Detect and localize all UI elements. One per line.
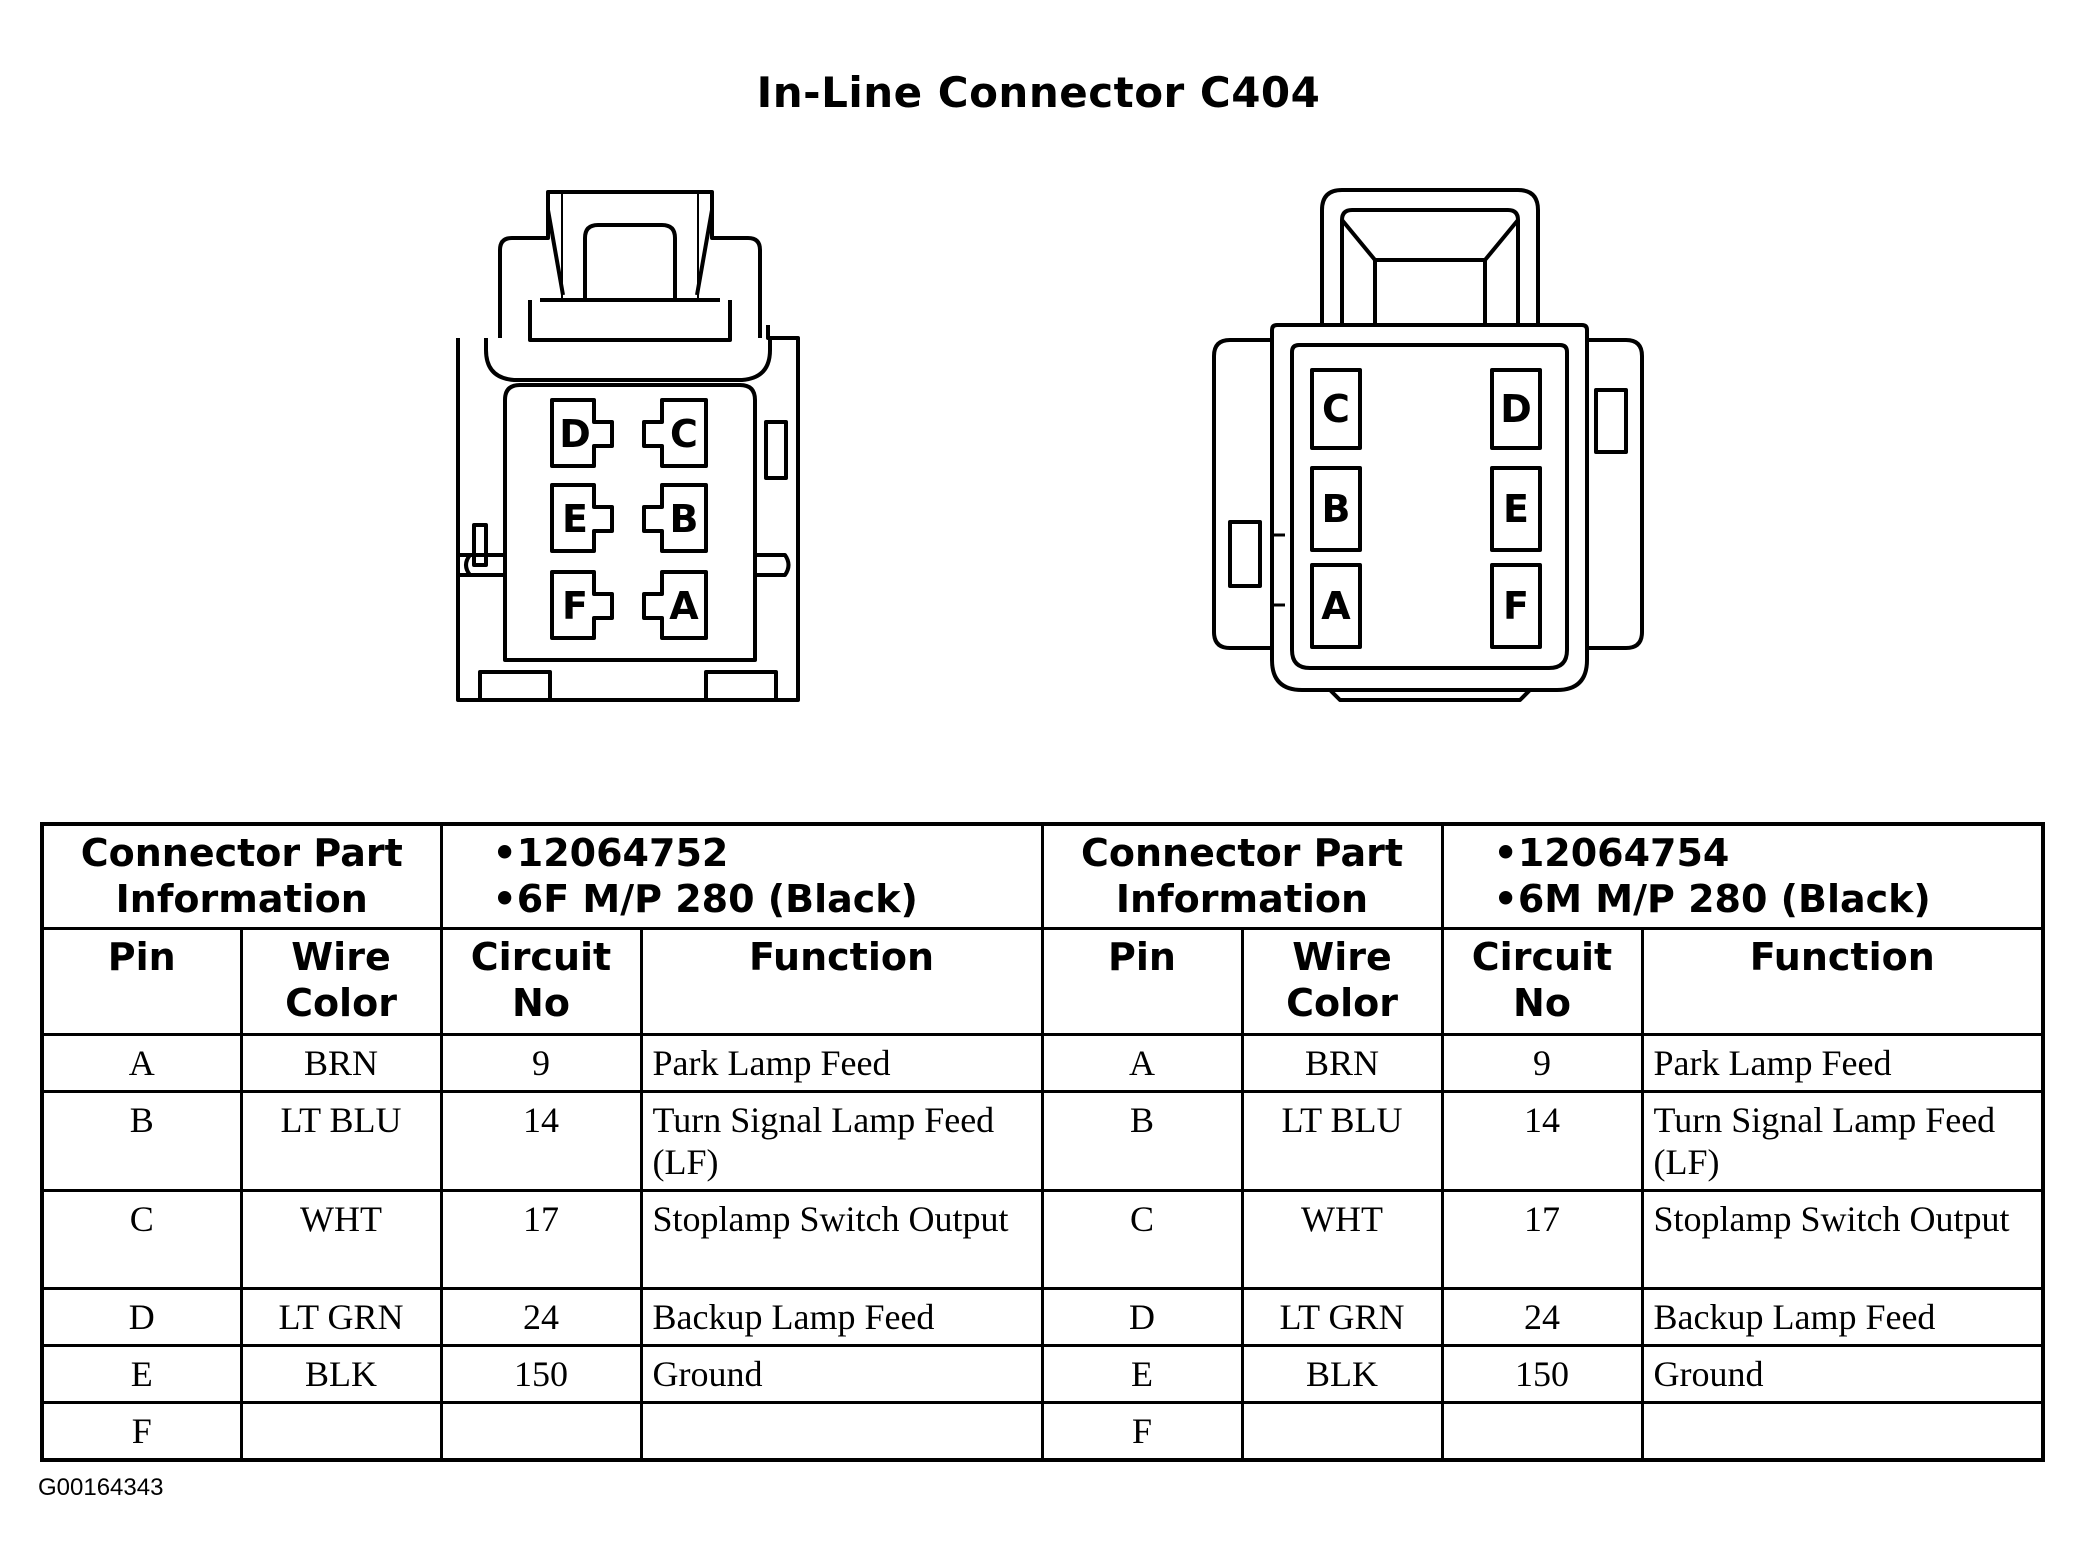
part-info-row: Connector Part Information 12064752 6F M… [40, 822, 2045, 930]
connector-right-pin-labels: C D B E A F [1321, 387, 1531, 628]
pin-label-left-1: D [559, 412, 591, 456]
wire-color-cell: BLK [1240, 1344, 1444, 1405]
pin-cell: A [40, 1033, 243, 1094]
wire-color-cell: LT GRN [1240, 1286, 1444, 1348]
wire-color-cell [239, 1401, 443, 1462]
col-header-wire-color: Wire Color [239, 926, 443, 1037]
pin-cell: D [1040, 1286, 1244, 1348]
part-desc-left: 6F M/P 280 (Black) [493, 876, 1041, 922]
function-cell: Turn Signal Lamp Feed (LF) [1640, 1090, 2045, 1192]
pin-label-left-5: F [562, 584, 588, 628]
part-desc-right: 6M M/P 280 (Black) [1494, 876, 2042, 922]
part-info-left: 12064752 6F M/P 280 (Black) [439, 822, 1044, 930]
pin-label-left-2: C [670, 412, 698, 456]
circuit-no-cell: 9 [1440, 1033, 1644, 1094]
wire-color-cell: WHT [239, 1188, 443, 1290]
part-number-left: 12064752 [493, 830, 1041, 876]
connector-pinout-table: Connector Part Information 12064752 6F M… [40, 822, 2046, 1462]
pin-cell: E [1040, 1344, 1244, 1405]
part-info-right: 12064754 6M M/P 280 (Black) [1440, 822, 2045, 930]
function-cell [639, 1401, 1044, 1462]
function-cell [1640, 1401, 2045, 1462]
function-cell: Park Lamp Feed [639, 1033, 1044, 1094]
pin-cell: E [40, 1344, 243, 1405]
wire-color-cell: LT BLU [239, 1090, 443, 1192]
col-header-pin: Pin [1040, 926, 1244, 1037]
part-number-right: 12064754 [1494, 830, 2042, 876]
circuit-no-cell: 14 [1440, 1090, 1644, 1192]
pin-cell: F [40, 1401, 243, 1462]
circuit-no-cell [439, 1401, 643, 1462]
pin-label-left-4: B [670, 497, 699, 541]
col-header-pin: Pin [40, 926, 243, 1037]
pin-cell: C [40, 1188, 243, 1290]
pin-cell: B [1040, 1090, 1244, 1192]
wire-color-cell: WHT [1240, 1188, 1444, 1290]
col-header-wire-color: Wire Color [1240, 926, 1444, 1037]
column-header-row: Pin Wire Color Circuit No Function Pin W… [40, 926, 2045, 1037]
pin-label-right-1: C [1322, 387, 1350, 431]
part-info-header-right: Connector Part Information [1040, 822, 1444, 930]
wire-color-cell: BLK [239, 1344, 443, 1405]
function-cell: Park Lamp Feed [1640, 1033, 2045, 1094]
connector-left-drawing [456, 190, 800, 702]
function-cell: Stoplamp Switch Output [1640, 1188, 2045, 1290]
wire-color-cell: LT GRN [239, 1286, 443, 1348]
pin-label-right-3: B [1322, 487, 1351, 531]
wire-color-cell: LT BLU [1240, 1090, 1444, 1192]
circuit-no-cell: 14 [439, 1090, 643, 1192]
pin-label-left-6: A [669, 584, 699, 628]
pin-cell: D [40, 1286, 243, 1348]
pin-label-right-5: A [1321, 584, 1351, 628]
circuit-no-cell: 24 [1440, 1286, 1644, 1348]
col-header-circuit-no: Circuit No [1440, 926, 1644, 1037]
function-cell: Backup Lamp Feed [639, 1286, 1044, 1348]
circuit-no-cell: 150 [1440, 1344, 1644, 1405]
function-cell: Ground [1640, 1344, 2045, 1405]
function-cell: Backup Lamp Feed [1640, 1286, 2045, 1348]
part-info-header-left: Connector Part Information [40, 822, 443, 930]
col-header-circuit-no: Circuit No [439, 926, 643, 1037]
circuit-no-cell: 9 [439, 1033, 643, 1094]
pin-cell: A [1040, 1033, 1244, 1094]
wire-color-cell: BRN [239, 1033, 443, 1094]
col-header-function: Function [1640, 926, 2045, 1037]
function-cell: Turn Signal Lamp Feed (LF) [639, 1090, 1044, 1192]
pin-label-left-3: E [562, 497, 588, 541]
connector-diagrams: D C E B F A C D B E A F [456, 188, 1644, 702]
circuit-no-cell: 17 [1440, 1188, 1644, 1290]
circuit-no-cell: 17 [439, 1188, 643, 1290]
function-cell: Stoplamp Switch Output [639, 1188, 1044, 1290]
connector-right-drawing [1212, 188, 1644, 702]
circuit-no-cell: 150 [439, 1344, 643, 1405]
diagram-title: In-Line Connector C404 [756, 68, 1321, 117]
figure-id: G00164343 [38, 1474, 164, 1501]
pin-label-right-2: D [1500, 387, 1532, 431]
pin-label-right-4: E [1503, 487, 1529, 531]
pin-label-right-6: F [1503, 584, 1529, 628]
circuit-no-cell: 24 [439, 1286, 643, 1348]
wire-color-cell: BRN [1240, 1033, 1444, 1094]
function-cell: Ground [639, 1344, 1044, 1405]
pin-cell: B [40, 1090, 243, 1192]
circuit-no-cell [1440, 1401, 1644, 1462]
pin-cell: C [1040, 1188, 1244, 1290]
connector-left-pin-labels: D C E B F A [559, 412, 699, 628]
wire-color-cell [1240, 1401, 1444, 1462]
pin-cell: F [1040, 1401, 1244, 1462]
col-header-function: Function [639, 926, 1044, 1037]
